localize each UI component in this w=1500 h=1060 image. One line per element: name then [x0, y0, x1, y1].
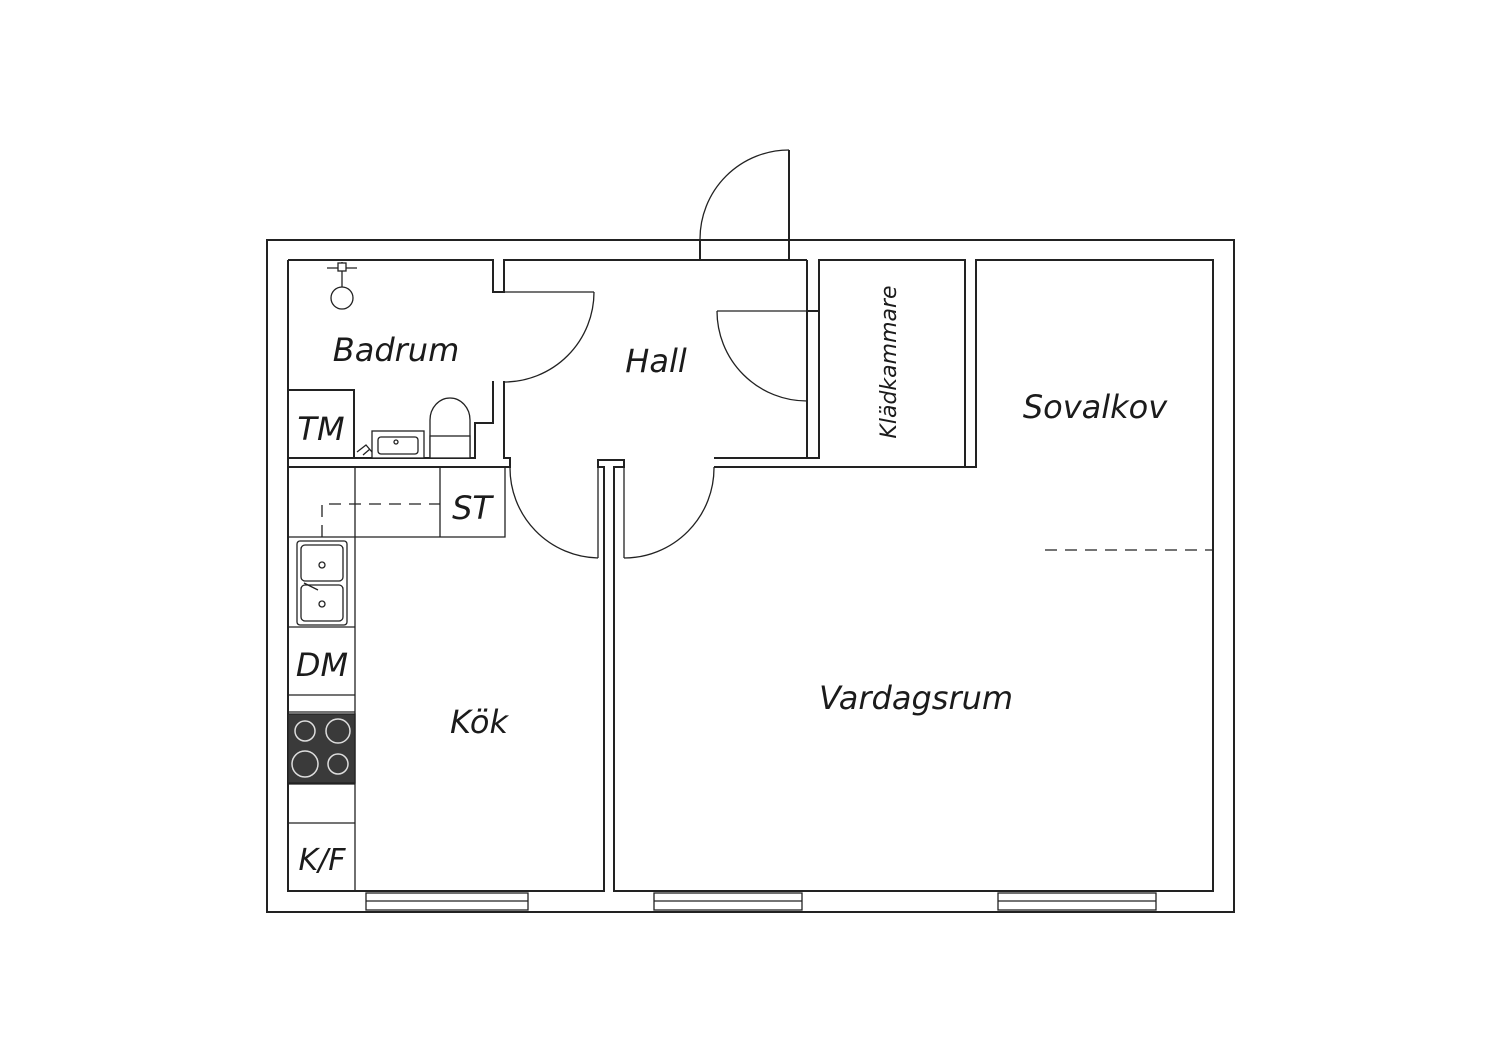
- kitchen-door: [509, 466, 599, 559]
- room-label-sovalkov: Sovalkov: [1023, 388, 1168, 426]
- stove-icon: [287, 713, 356, 784]
- closet-door: [716, 310, 820, 458]
- window-kitchen: [365, 892, 529, 911]
- room-label-badrum: Badrum: [333, 331, 459, 369]
- bathroom-door: [503, 291, 595, 383]
- living-room-door: [623, 466, 715, 559]
- shower-icon: [327, 262, 357, 310]
- room-label-hall: Hall: [625, 342, 687, 380]
- fixture-label-dm: DM: [296, 646, 348, 684]
- fixture-label-st: ST: [452, 489, 494, 527]
- room-label-vardagsrum: Vardagsrum: [819, 679, 1013, 717]
- entrance-door: [699, 149, 807, 261]
- kitchen-sink-icon: [296, 540, 348, 626]
- washbasin-icon: [356, 430, 425, 459]
- fixture-label-kf: K/F: [298, 843, 346, 878]
- toilet-icon: [429, 397, 471, 459]
- hall-lower-walls: [509, 457, 976, 468]
- kitchen-counter: [288, 467, 506, 891]
- window-living-right: [997, 892, 1157, 911]
- window-living-left: [653, 892, 803, 911]
- outer-wall: [266, 239, 1235, 913]
- room-label-kok: Kök: [450, 703, 509, 741]
- fixture-label-tm: TM: [297, 410, 344, 448]
- room-label-kladkammare: Klädkammare: [877, 285, 902, 438]
